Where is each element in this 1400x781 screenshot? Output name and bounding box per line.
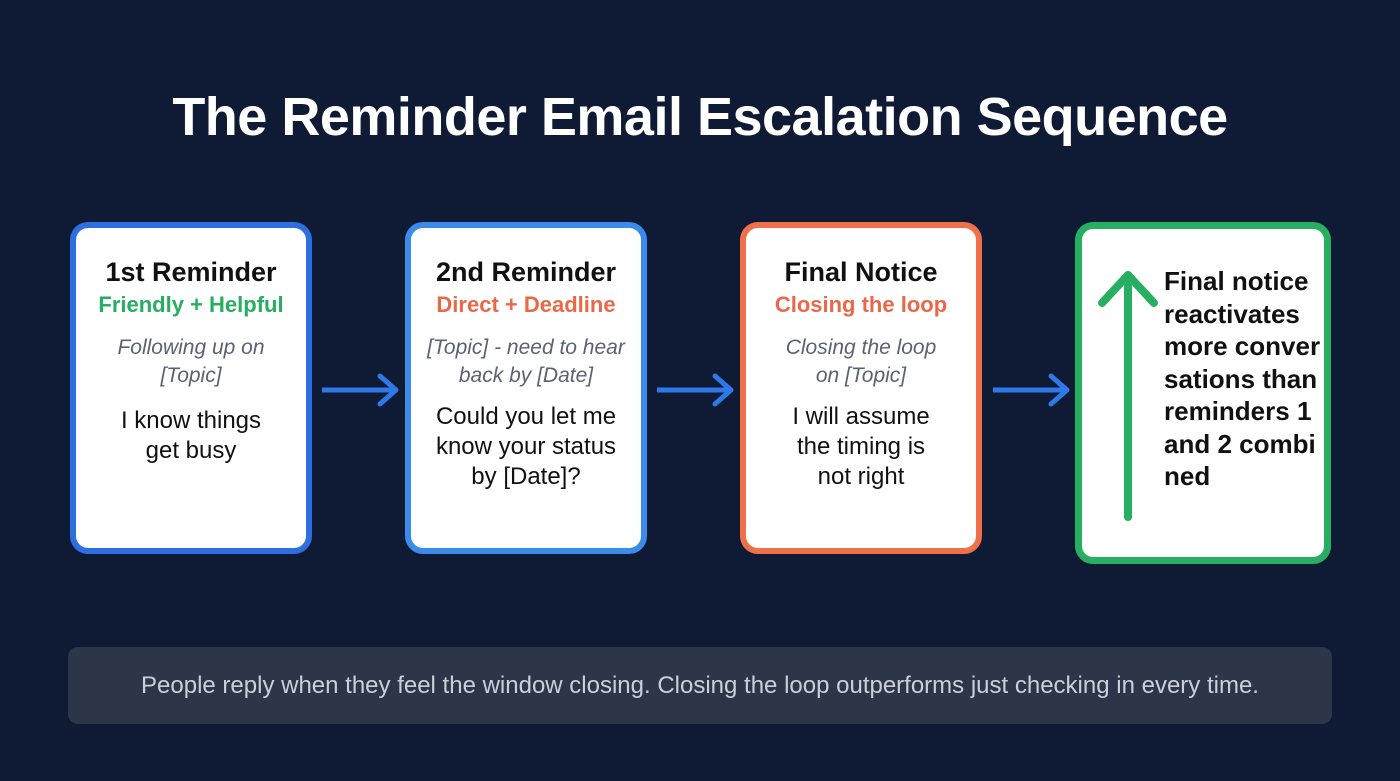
- step-heading: Final Notice: [784, 257, 938, 287]
- page-title: The Reminder Email Escalation Sequence: [172, 87, 1228, 147]
- step-heading: 2nd Reminder: [435, 257, 617, 287]
- stat-text: Final notice reactivates more conversati…: [1164, 266, 1321, 491]
- footer-takeaway: People reply when they feel the window c…: [68, 647, 1332, 724]
- step-subject-line: Closing the loop on [Topic]: [785, 336, 937, 387]
- arrow-right-icon: [322, 373, 399, 407]
- step-body-text: I know things get busy: [120, 407, 262, 464]
- step-tone: Closing the loop: [774, 292, 948, 317]
- step-subject-line: [Topic] - need to hear back by [Date]: [427, 336, 625, 387]
- arrow-up-icon: [1098, 271, 1158, 521]
- step-subject-line: Following up on [Topic]: [117, 336, 265, 387]
- step-tone: Direct + Deadline: [436, 292, 616, 317]
- arrow-right-icon: [993, 373, 1070, 407]
- arrow-right-icon: [657, 373, 734, 407]
- stat-callout-card: Final notice reactivates more conversati…: [1075, 222, 1331, 564]
- step-card-final-notice: Final Notice Closing the loop Closing th…: [740, 222, 982, 554]
- step-body-text: Could you let me know your status by [Da…: [435, 403, 617, 490]
- step-card-2nd-reminder: 2nd Reminder Direct + Deadline [Topic] -…: [405, 222, 647, 554]
- step-card-1st-reminder: 1st Reminder Friendly + Helpful Followin…: [70, 222, 312, 554]
- step-body-text: I will assume the timing is not right: [792, 403, 930, 490]
- step-heading: 1st Reminder: [105, 257, 277, 287]
- footer-text: People reply when they feel the window c…: [141, 671, 1259, 699]
- step-tone: Friendly + Helpful: [98, 292, 284, 317]
